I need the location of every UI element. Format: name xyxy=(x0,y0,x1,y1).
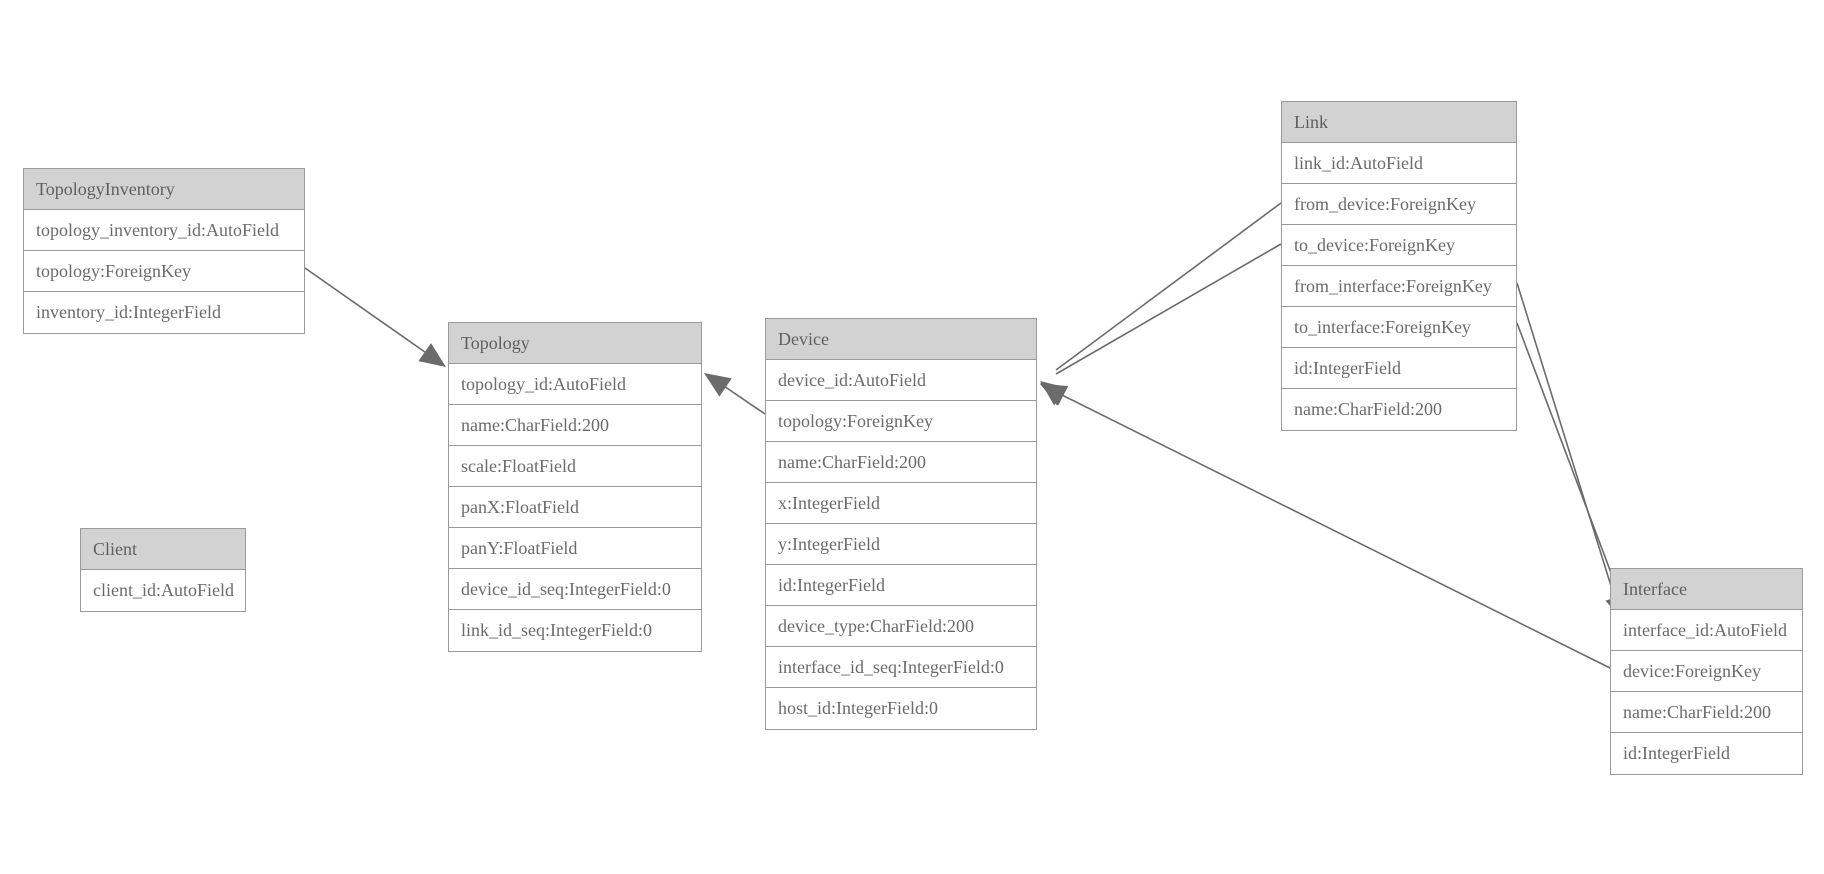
entity-field: from_device:ForeignKey xyxy=(1282,184,1516,225)
entity-field: interface_id:AutoField xyxy=(1611,610,1802,651)
entity-title-topology: Topology xyxy=(449,323,701,364)
relationship-line xyxy=(304,267,433,358)
rel-link-fromdevice-device xyxy=(1040,202,1282,406)
entity-field: topology_id:AutoField xyxy=(449,364,701,405)
entity-field: inventory_id:IntegerField xyxy=(24,292,304,333)
entity-field: link_id_seq:IntegerField:0 xyxy=(449,610,701,651)
entity-field: from_interface:ForeignKey xyxy=(1282,266,1516,307)
entity-field: link_id:AutoField xyxy=(1282,143,1516,184)
entity-field: interface_id_seq:IntegerField:0 xyxy=(766,647,1036,688)
relationship-line xyxy=(1055,243,1282,375)
relationship-line xyxy=(1055,202,1282,371)
entity-field: device_id_seq:IntegerField:0 xyxy=(449,569,701,610)
entity-title-interface: Interface xyxy=(1611,569,1802,610)
entity-field: device:ForeignKey xyxy=(1611,651,1802,692)
entity-field: name:CharField:200 xyxy=(1282,389,1516,430)
entity-field: device_id:AutoField xyxy=(766,360,1036,401)
relationship-line xyxy=(1055,391,1611,669)
entity-field: x:IntegerField xyxy=(766,483,1036,524)
entity-field: client_id:AutoField xyxy=(81,570,245,611)
entity-field: name:CharField:200 xyxy=(766,442,1036,483)
rel-link-todevice-device xyxy=(1040,243,1282,406)
entity-field: id:IntegerField xyxy=(1611,733,1802,774)
relationship-line xyxy=(1516,282,1617,603)
entity-field: id:IntegerField xyxy=(766,565,1036,606)
relationship-arrowhead xyxy=(1040,383,1069,406)
entity-field: y:IntegerField xyxy=(766,524,1036,565)
entity-field: host_id:IntegerField:0 xyxy=(766,688,1036,729)
entity-field: id:IntegerField xyxy=(1282,348,1516,389)
entity-title-topology_inventory: TopologyInventory xyxy=(24,169,304,210)
entity-field: panY:FloatField xyxy=(449,528,701,569)
relationship-line xyxy=(717,381,766,415)
entity-field: name:CharField:200 xyxy=(1611,692,1802,733)
relationship-arrowhead xyxy=(1040,384,1069,406)
entity-title-device: Device xyxy=(766,319,1036,360)
entity-field: panX:FloatField xyxy=(449,487,701,528)
entity-title-link: Link xyxy=(1282,102,1516,143)
entity-field: scale:FloatField xyxy=(449,446,701,487)
entity-field: device_type:CharField:200 xyxy=(766,606,1036,647)
entity-field: to_device:ForeignKey xyxy=(1282,225,1516,266)
relationship-arrowhead xyxy=(1040,381,1068,406)
entity-field: to_interface:ForeignKey xyxy=(1282,307,1516,348)
entity-field: topology:ForeignKey xyxy=(766,401,1036,442)
relationship-arrowhead xyxy=(704,373,732,397)
relationship-line xyxy=(1516,322,1623,603)
entity-title-client: Client xyxy=(81,529,245,570)
rel-device-topology xyxy=(704,373,766,415)
rel-topologyinventory-topology xyxy=(304,267,446,367)
entity-field: name:CharField:200 xyxy=(449,405,701,446)
entity-field: topology_inventory_id:AutoField xyxy=(24,210,304,251)
entity-field: topology:ForeignKey xyxy=(24,251,304,292)
